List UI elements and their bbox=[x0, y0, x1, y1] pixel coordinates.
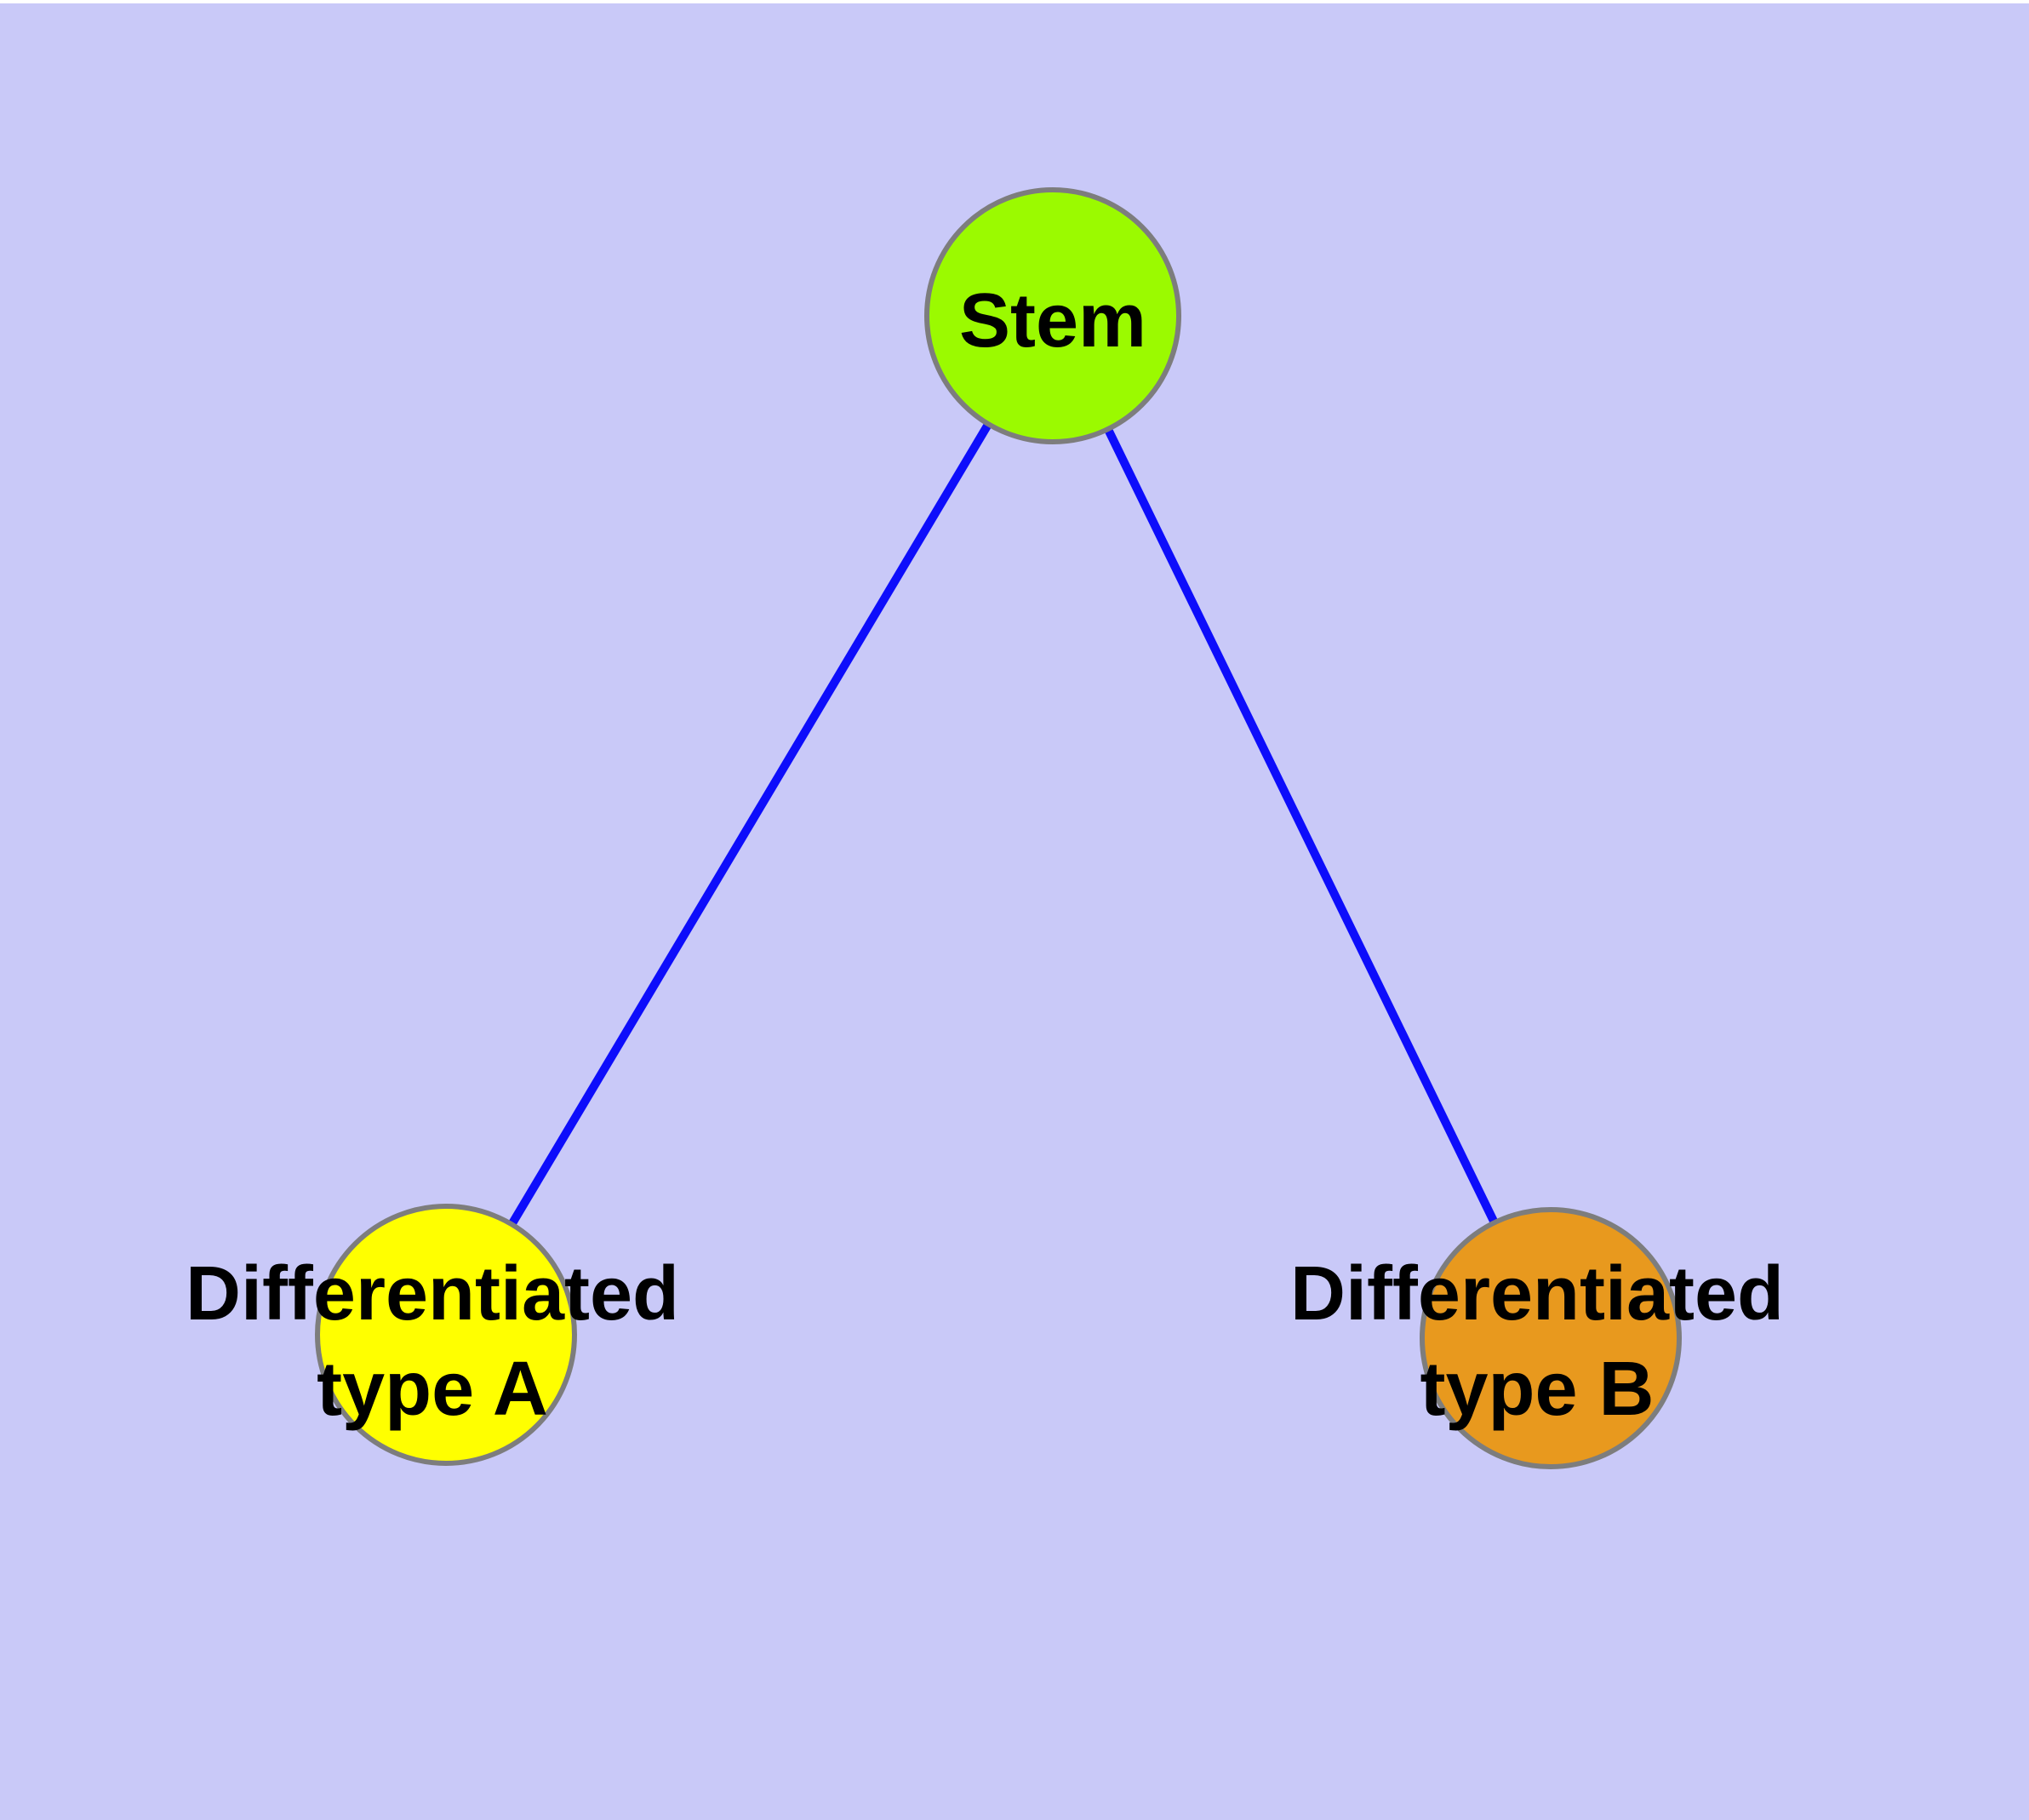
node-type-b-circle bbox=[1420, 1207, 1682, 1469]
edge-stem-to-type-b bbox=[1049, 313, 1555, 1341]
node-type-a-label-line1: Differentiated bbox=[186, 1251, 679, 1336]
edge-stem-to-type-a bbox=[442, 313, 1057, 1337]
node-stem-circle bbox=[924, 187, 1181, 444]
node-type-b-label-line1: Differentiated bbox=[1290, 1251, 1784, 1336]
node-stem-label: Stem bbox=[959, 278, 1146, 363]
node-type-a-circle bbox=[315, 1204, 577, 1466]
node-type-a-label-line2: type A bbox=[317, 1347, 548, 1432]
node-type-b-label-line2: type B bbox=[1420, 1347, 1654, 1432]
